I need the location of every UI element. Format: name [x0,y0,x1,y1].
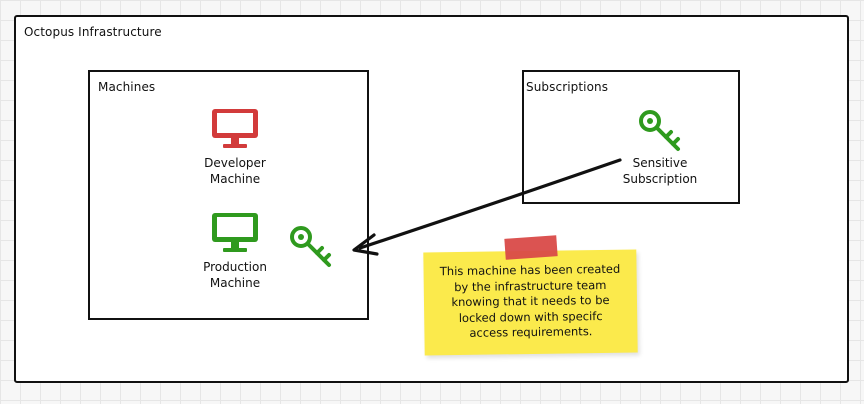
subscription-key-icon [639,110,680,151]
subscriptions-label: Subscriptions [526,80,609,94]
developer-monitor-icon[interactable] [210,107,260,151]
machines-label: Machines [98,80,156,94]
octopus-infrastructure-label: Octopus Infrastructure [24,25,162,39]
sticky-note-text: This machine has been created by the inf… [439,261,621,340]
sticky-note-tape [504,235,558,260]
sticky-note: This machine has been created by the inf… [423,249,638,356]
machines-container: Machines [88,70,369,320]
production-machine-label: Production Machine [203,260,267,290]
developer-machine-label: Developer Machine [204,156,266,186]
sensitive-subscription-label: Sensitive Subscription [622,156,698,186]
production-monitor-icon[interactable] [210,211,260,255]
key-icon [290,226,331,267]
